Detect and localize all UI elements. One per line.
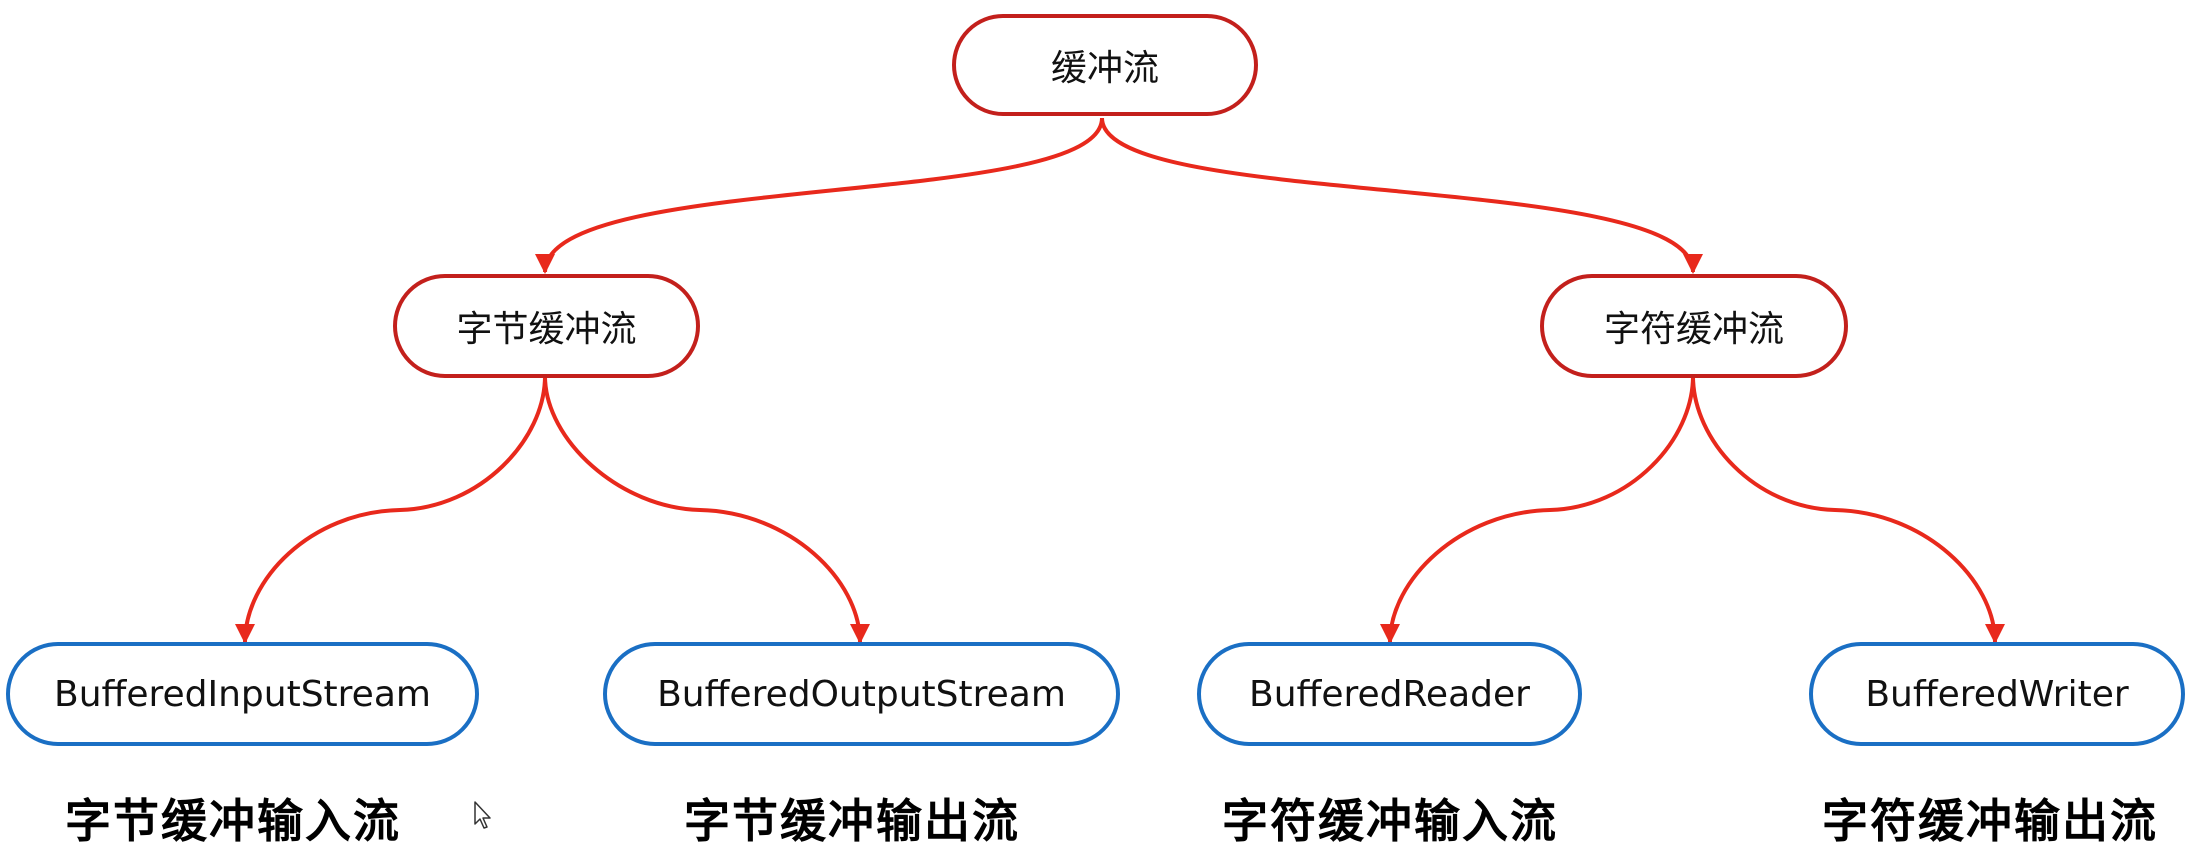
root-node: 缓冲流 [952,14,1258,116]
byte-buffer-node: 字节缓冲流 [393,274,700,378]
edge-root-to-char [1100,117,1703,274]
edge-char-to-reader [1380,375,1695,644]
edge-root-to-byte [535,117,1104,274]
buffered-reader-node: BufferedReader [1197,642,1582,746]
caption-char-output: 字符缓冲输出流 [1822,794,2158,848]
caption-char-input: 字符缓冲输入流 [1222,794,1558,848]
caption-byte-output: 字节缓冲输出流 [684,794,1020,848]
buffered-input-stream-node: BufferedInputStream [6,642,479,746]
buffered-writer-node: BufferedWriter [1809,642,2185,746]
caption-byte-input: 字节缓冲输入流 [65,794,401,848]
buffered-output-stream-node: BufferedOutputStream [603,642,1120,746]
edge-char-to-writer [1691,375,2005,644]
edge-byte-to-output [543,375,870,644]
edge-byte-to-input [235,375,547,644]
char-buffer-node: 字符缓冲流 [1540,274,1848,378]
mouse-pointer-icon [474,801,491,829]
